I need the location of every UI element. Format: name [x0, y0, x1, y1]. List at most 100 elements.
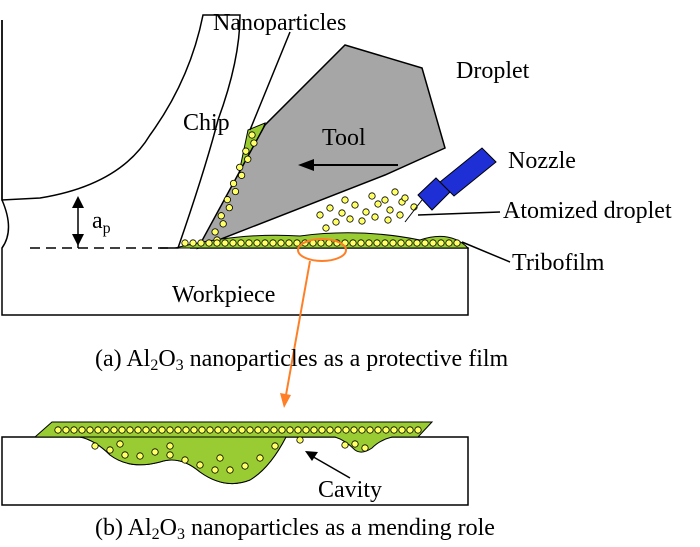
nanoparticle — [151, 448, 159, 456]
nanoparticle — [317, 239, 325, 247]
nanoparticle — [390, 426, 398, 434]
label-nanoparticles: Nanoparticles — [213, 10, 346, 36]
nanoparticle — [351, 440, 359, 448]
nanoparticle — [166, 442, 174, 450]
nanoparticle — [405, 239, 413, 247]
nanoparticle — [217, 212, 225, 220]
nanoparticle — [222, 426, 230, 434]
nanoparticle — [285, 239, 293, 247]
tool-arrow-head — [298, 159, 314, 171]
ap-arrow-down — [72, 234, 84, 246]
nanoparticle — [294, 426, 302, 434]
nanoparticle — [396, 211, 404, 219]
nozzle-icon — [404, 147, 497, 223]
nanoparticle — [213, 239, 221, 247]
nanoparticle — [445, 239, 453, 247]
nanoparticle — [374, 200, 382, 208]
caption-a: (a) Al2O3 nanoparticles as a protective … — [95, 346, 509, 374]
nanoparticle — [182, 426, 190, 434]
cavity-leader — [309, 454, 351, 479]
nanoparticle — [136, 452, 144, 460]
nanoparticle — [374, 426, 382, 434]
nanoparticle — [229, 179, 238, 188]
nanoparticle — [302, 426, 310, 434]
nanoparticle — [150, 426, 158, 434]
nanoparticle — [248, 131, 256, 139]
nanoparticle — [278, 426, 286, 434]
nanoparticle — [174, 426, 182, 434]
nanoparticle — [245, 239, 253, 247]
nanoparticle — [391, 188, 399, 196]
nanoparticle — [225, 204, 233, 212]
label-tribofilm: Tribofilm — [512, 250, 605, 276]
nanoparticle — [261, 239, 269, 247]
nanoparticle — [106, 446, 114, 454]
nanoparticle — [238, 426, 246, 434]
nanoparticle — [389, 239, 397, 247]
label-atomized-droplet: Atomized droplet — [503, 198, 672, 224]
nanoparticle — [223, 196, 231, 204]
nanoparticle — [384, 216, 392, 224]
nanoparticle — [357, 239, 365, 247]
nanoparticle — [366, 426, 374, 434]
nanoparticle — [397, 239, 405, 247]
nanoparticle — [271, 442, 279, 450]
nanoparticle — [381, 239, 389, 247]
nanoparticle — [62, 426, 70, 434]
caption-b: (b) Al2O3 nanoparticles as a mending rol… — [95, 515, 495, 543]
nanoparticle — [373, 239, 381, 247]
nanoparticle — [237, 239, 245, 247]
nanoparticle — [102, 426, 110, 434]
nanoparticle — [211, 228, 219, 236]
nanoparticle — [429, 239, 437, 247]
nanoparticle — [296, 436, 304, 444]
nanoparticle — [358, 217, 366, 225]
ap-arrow-up — [72, 196, 84, 208]
nanoparticle — [310, 426, 318, 434]
nanoparticle — [206, 426, 214, 434]
nanoparticle — [277, 239, 285, 247]
nanoparticles-group — [181, 131, 461, 247]
highlight-ellipse — [297, 238, 347, 262]
nanoparticle — [318, 426, 326, 434]
nanoparticle — [70, 426, 78, 434]
nanoparticle — [338, 209, 346, 217]
label-workpiece: Workpiece — [172, 282, 275, 308]
nanoparticle — [221, 239, 229, 247]
nanoparticle — [219, 220, 227, 228]
nanoparticle — [381, 196, 389, 204]
nanoparticle — [241, 462, 249, 470]
tribofilm-leader — [461, 241, 511, 263]
nanoparticle — [342, 426, 350, 434]
nanoparticle — [269, 239, 277, 247]
nanoparticle — [253, 239, 261, 247]
nanoparticle — [181, 239, 189, 247]
label-droplet: Droplet — [456, 58, 530, 84]
nanoparticle — [91, 442, 99, 450]
nanoparticle — [238, 171, 246, 179]
nanoparticle — [229, 239, 237, 247]
nanoparticle — [326, 204, 334, 212]
label-tool: Tool — [322, 125, 366, 151]
nanoparticle — [421, 239, 429, 247]
nanoparticle — [246, 426, 254, 434]
nanoparticle — [118, 426, 126, 434]
zoom-arrow — [285, 260, 311, 396]
nanoparticle — [350, 426, 358, 434]
nanoparticle — [189, 239, 197, 247]
nanoparticle — [365, 239, 373, 247]
nanoparticle — [121, 451, 129, 459]
nanoparticle — [437, 239, 445, 247]
nanoparticle — [110, 426, 118, 434]
nanoparticle — [254, 426, 262, 434]
nanoparticle — [86, 426, 94, 434]
nanoparticle — [256, 454, 264, 462]
nanoparticle — [214, 426, 222, 434]
nanoparticle — [230, 426, 238, 434]
nanoparticle — [236, 163, 244, 171]
nanoparticle — [270, 426, 278, 434]
label-chip: Chip — [183, 110, 230, 136]
nanoparticle — [406, 426, 414, 434]
nanoparticle — [368, 192, 376, 200]
nanoparticle — [197, 239, 205, 247]
